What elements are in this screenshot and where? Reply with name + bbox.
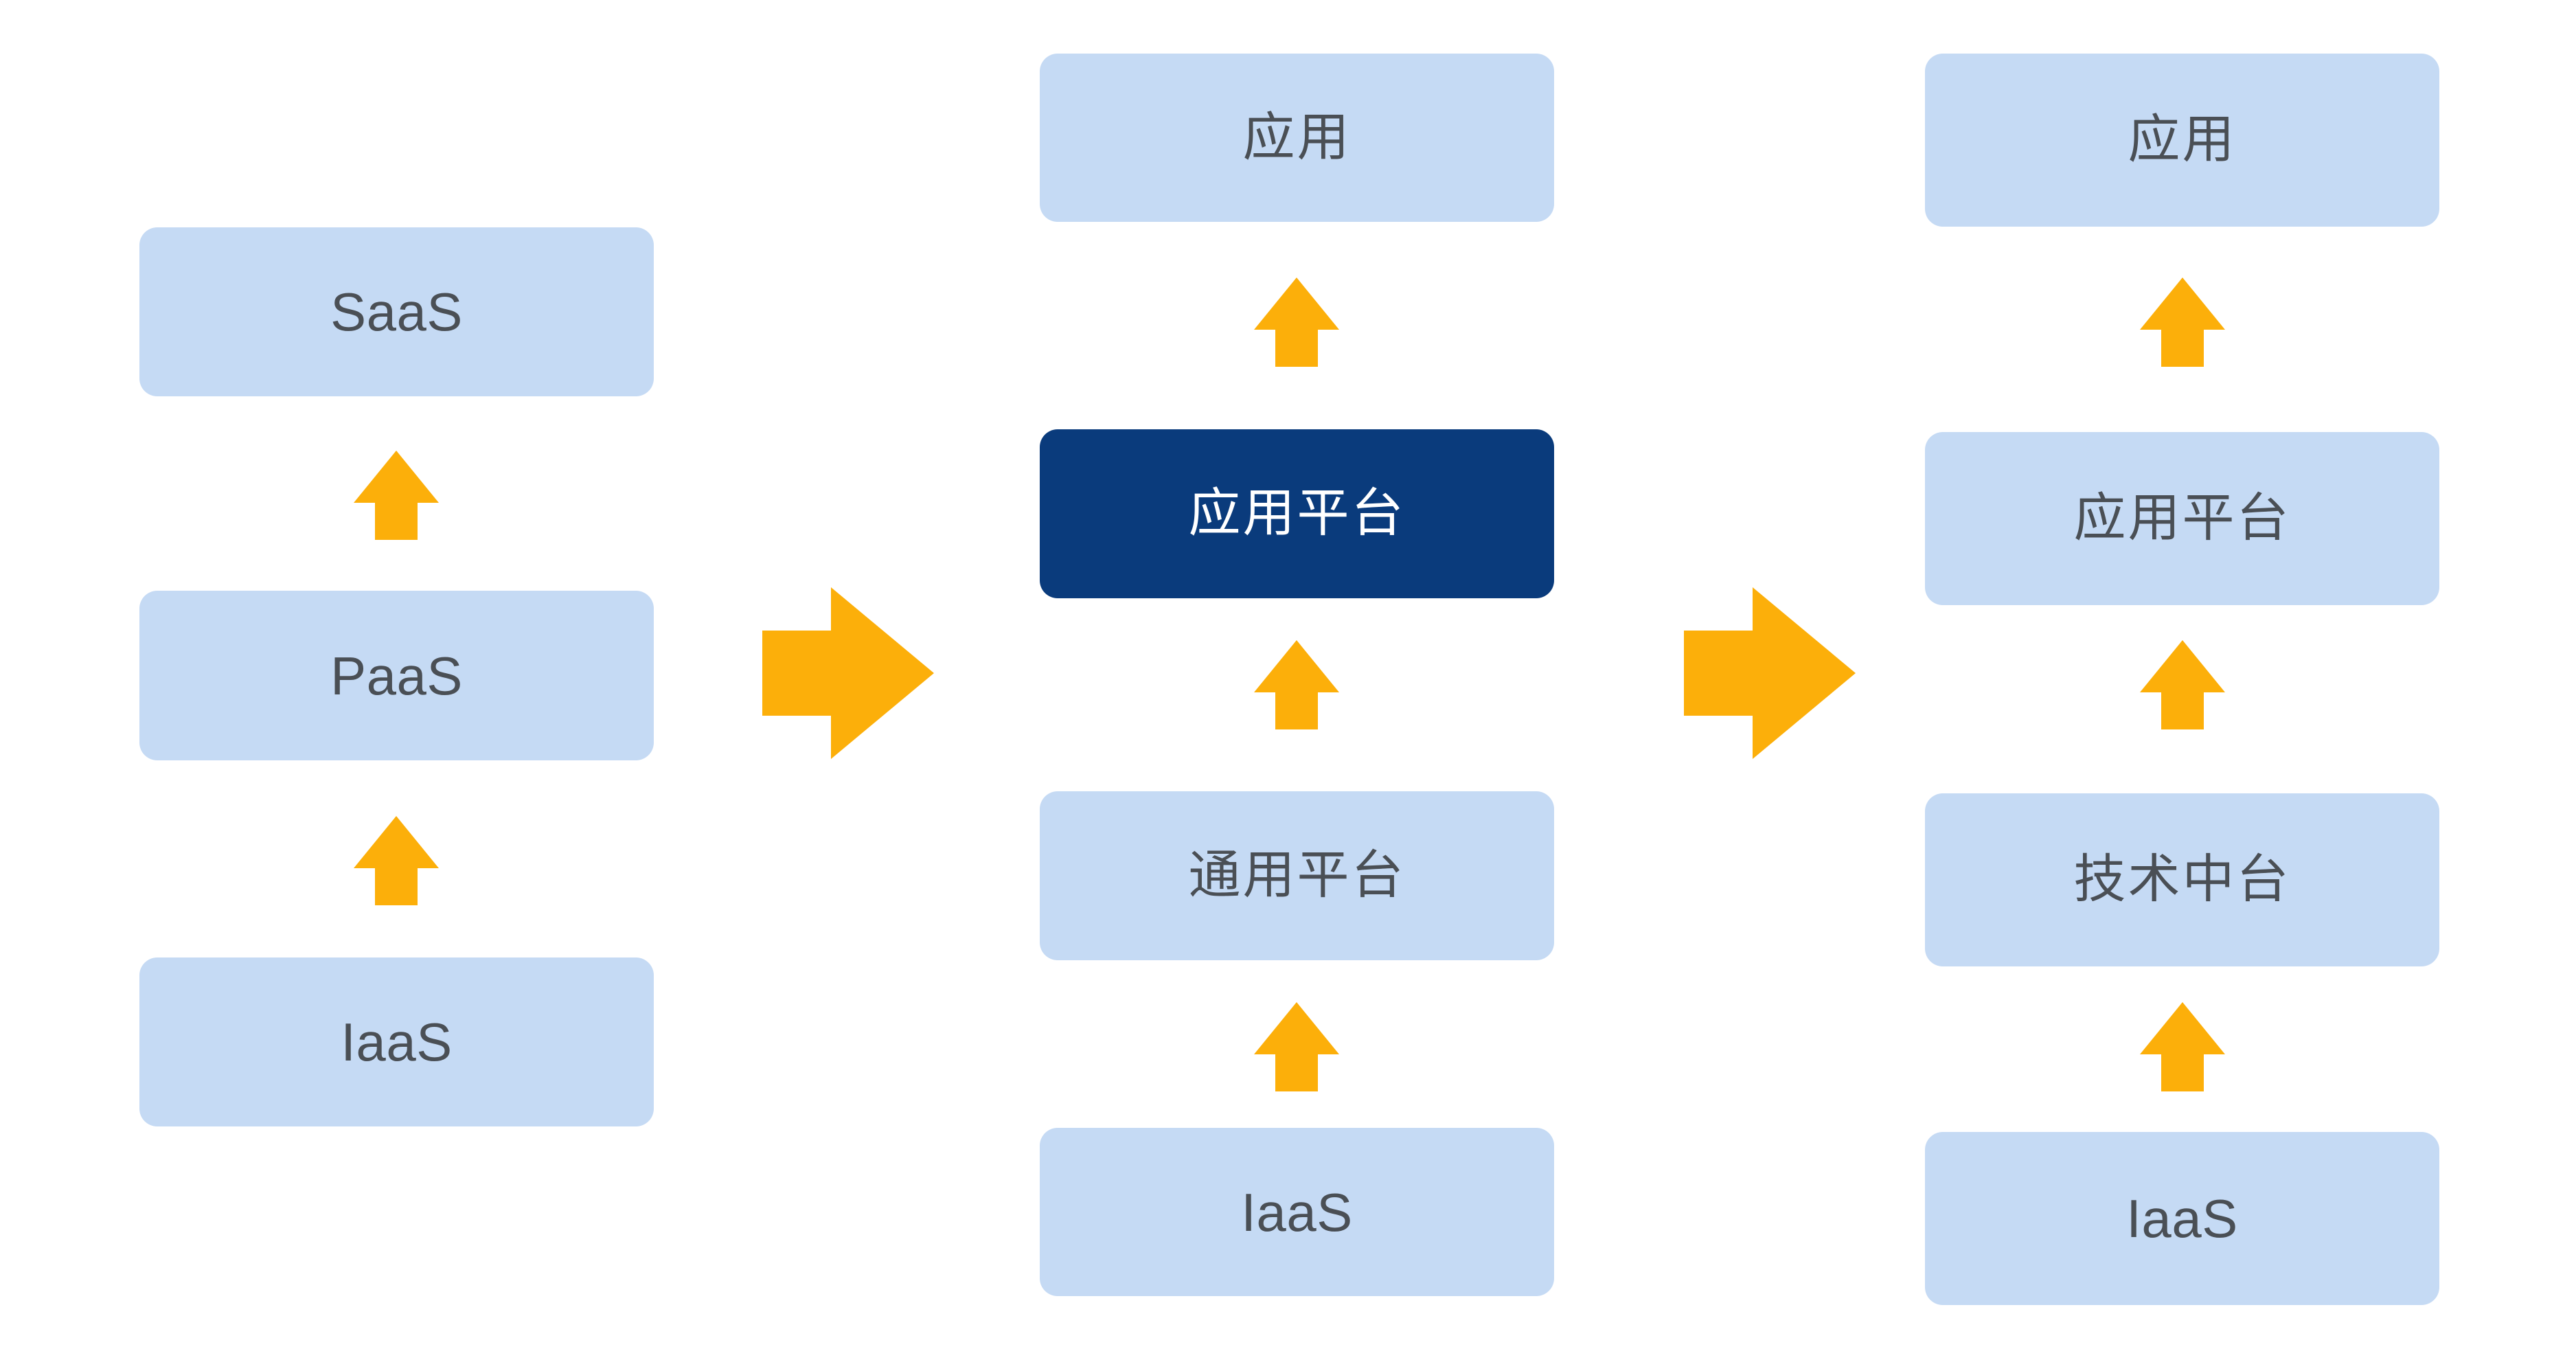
up-arrow-icon-col3-platform-to-app bbox=[2140, 277, 2225, 367]
flow-arrow-right-icon-1 bbox=[762, 587, 934, 759]
box-iaas-col3-label: IaaS bbox=[2126, 1188, 2238, 1249]
box-app-col2-label: 应用 bbox=[1242, 108, 1352, 167]
up-arrow-icon-col3-iaas-to-tech bbox=[2140, 1002, 2225, 1091]
flow-arrow-right-icon-2 bbox=[1684, 587, 1856, 759]
box-tech-middle-platform-col3-label: 技术中台 bbox=[2073, 850, 2291, 909]
box-tech-middle-platform-col3[interactable]: 技术中台 bbox=[1925, 793, 2439, 966]
box-app-platform-col2-label: 应用平台 bbox=[1188, 484, 1406, 543]
box-app-col3[interactable]: 应用 bbox=[1925, 54, 2439, 227]
up-arrow-icon-col1-paas-to-saas bbox=[354, 451, 439, 540]
box-iaas-col1-label: IaaS bbox=[341, 1012, 453, 1072]
box-app-platform-col3[interactable]: 应用平台 bbox=[1925, 432, 2439, 605]
box-iaas-col3[interactable]: IaaS bbox=[1925, 1132, 2439, 1305]
up-arrow-icon-col2-iaas-to-general bbox=[1254, 1002, 1339, 1091]
box-app-platform-col2[interactable]: 应用平台 bbox=[1040, 429, 1554, 598]
up-arrow-icon-col2-platform-to-app bbox=[1254, 277, 1339, 367]
box-paas-label: PaaS bbox=[330, 645, 463, 706]
box-general-platform-col2-label: 通用平台 bbox=[1188, 846, 1406, 905]
up-arrow-icon-col2-general-to-platform bbox=[1254, 640, 1339, 729]
box-app-col3-label: 应用 bbox=[2128, 111, 2237, 169]
box-general-platform-col2[interactable]: 通用平台 bbox=[1040, 791, 1554, 960]
box-saas-label: SaaS bbox=[330, 282, 463, 342]
box-app-platform-col3-label: 应用平台 bbox=[2073, 489, 2291, 547]
box-iaas-col2[interactable]: IaaS bbox=[1040, 1128, 1554, 1296]
box-app-col2[interactable]: 应用 bbox=[1040, 54, 1554, 222]
up-arrow-icon-col3-tech-to-platform bbox=[2140, 640, 2225, 729]
box-paas[interactable]: PaaS bbox=[139, 591, 654, 760]
up-arrow-icon-col1-iaas-to-paas bbox=[354, 816, 439, 905]
box-saas[interactable]: SaaS bbox=[139, 227, 654, 396]
box-iaas-col1[interactable]: IaaS bbox=[139, 957, 654, 1126]
box-iaas-col2-label: IaaS bbox=[1241, 1181, 1353, 1243]
